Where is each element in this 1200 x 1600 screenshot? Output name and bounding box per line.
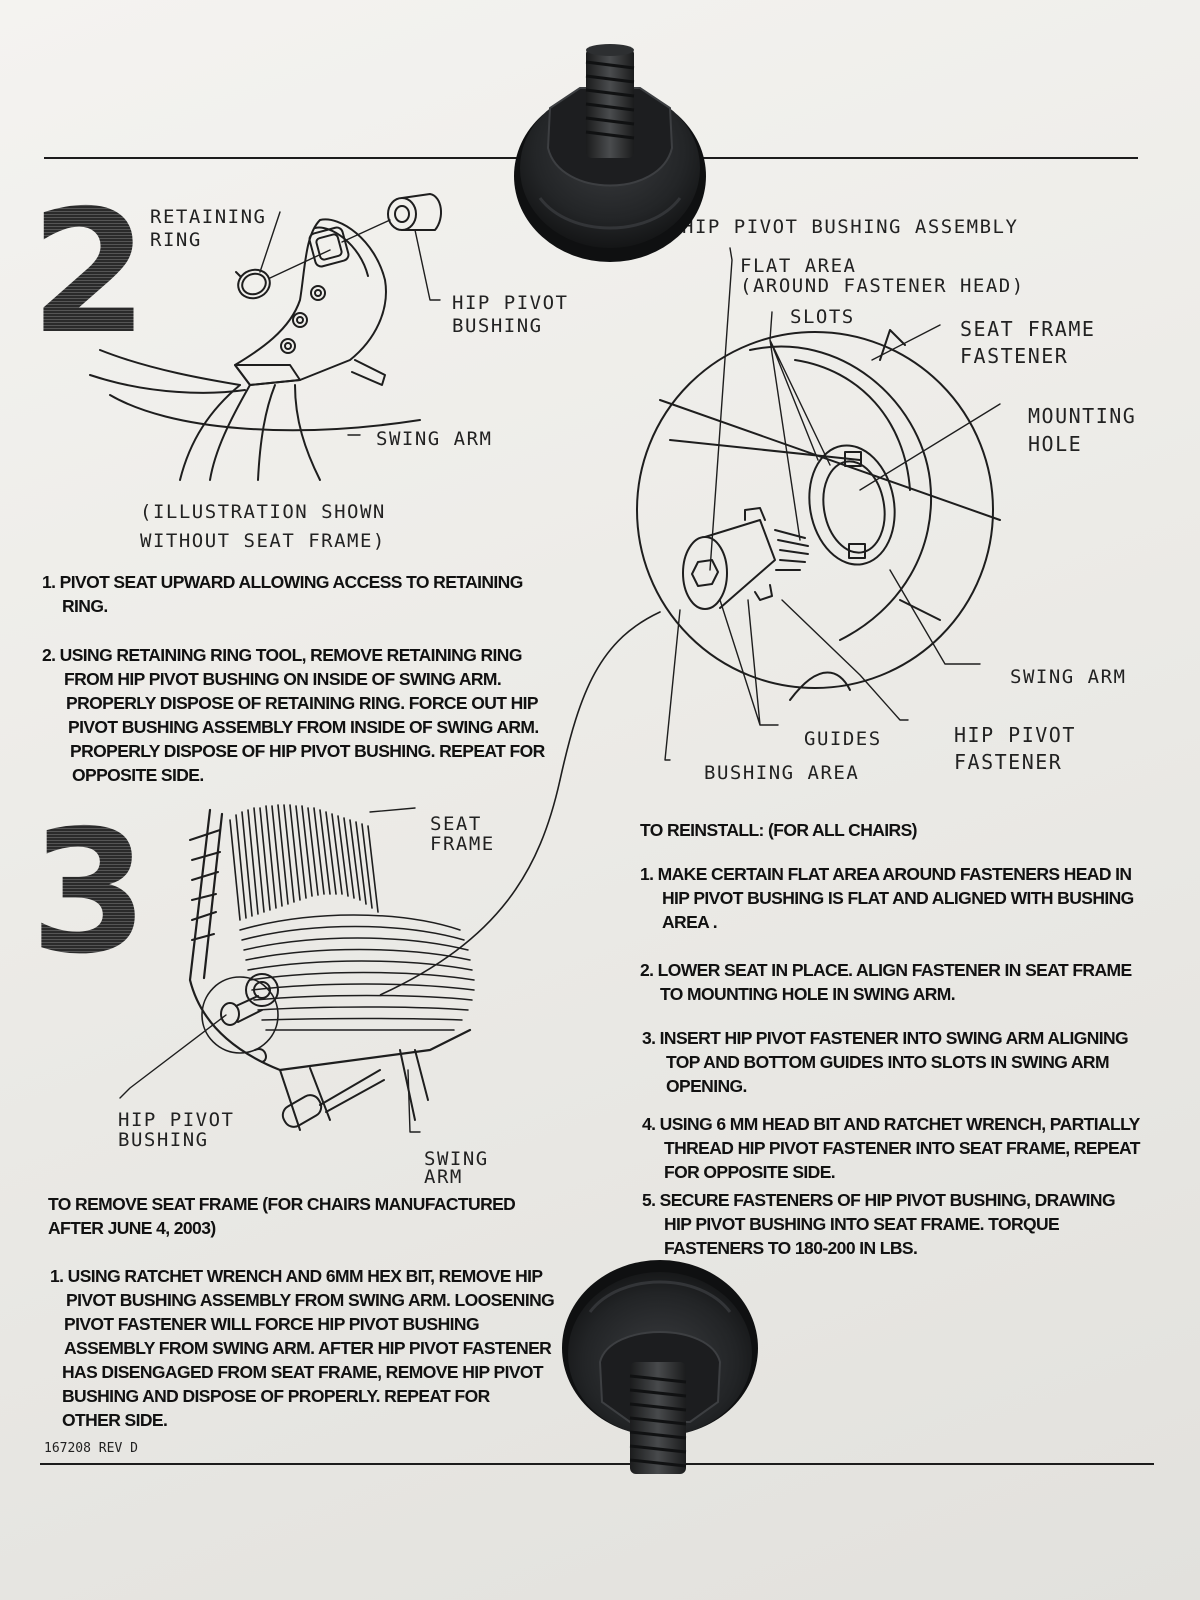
hip-pivot-bushing-photo-top xyxy=(514,44,706,262)
label-guides: GUIDES xyxy=(804,728,882,750)
label-retaining-ring: RETAINING RING xyxy=(150,206,267,251)
step-number-2: 2 xyxy=(30,174,149,372)
document-number: 167208 REV D xyxy=(44,1441,138,1456)
reinstall-heading: TO REINSTALL: (FOR ALL CHAIRS) xyxy=(640,820,917,840)
label-seat-frame-fastener: SEAT FRAME FASTENER xyxy=(960,317,1096,368)
reinstall-instruction-4: 4. USING 6 MM HEAD BIT AND RATCHET WRENC… xyxy=(642,1114,1140,1182)
label-swing-arm-2: SWING ARM xyxy=(376,428,493,450)
reinstall-instruction-5: 5. SECURE FASTENERS OF HIP PIVOT BUSHING… xyxy=(642,1190,1116,1258)
label-bushing-area: BUSHING AREA xyxy=(704,762,860,784)
label-slots: SLOTS xyxy=(790,306,855,328)
label-hip-pivot-bushing-2: HIP PIVOT BUSHING xyxy=(452,292,569,337)
step3-seat-frame-illustration xyxy=(119,804,475,1133)
hip-pivot-bushing-photo-bottom xyxy=(562,1260,758,1474)
label-hip-pivot-fastener: HIP PIVOT FASTENER xyxy=(954,723,1076,774)
step-number-3: 3 xyxy=(30,794,149,992)
step2-instruction-2: 2. USING RETAINING RING TOOL, REMOVE RET… xyxy=(42,645,545,785)
label-mounting-hole: MOUNTING HOLE xyxy=(1028,404,1137,456)
reinstall-instruction-2: 2. LOWER SEAT IN PLACE. ALIGN FASTENER I… xyxy=(640,960,1132,1004)
label-hip-pivot-bushing-3: HIP PIVOT BUSHING xyxy=(118,1109,235,1151)
label-flat-area: FLAT AREA (AROUND FASTENER HEAD) xyxy=(740,255,1025,297)
bottom-rule xyxy=(40,1463,1154,1465)
remove-seat-frame-heading: TO REMOVE SEAT FRAME (FOR CHAIRS MANUFAC… xyxy=(48,1194,516,1238)
label-hip-pivot-bushing-assembly: HIP PIVOT BUSHING ASSEMBLY xyxy=(682,216,1019,238)
detail-view-illustration xyxy=(559,209,1001,781)
reinstall-instruction-3: 3. INSERT HIP PIVOT FASTENER INTO SWING … xyxy=(642,1028,1129,1096)
label-swing-arm-3: SWING ARM xyxy=(424,1148,489,1188)
step2-swing-arm-illustration xyxy=(89,193,442,481)
label-seat-frame: SEAT FRAME xyxy=(430,813,495,855)
detail-connector-curve xyxy=(379,779,561,996)
step2-instruction-1: 1. PIVOT SEAT UPWARD ALLOWING ACCESS TO … xyxy=(42,572,523,616)
reinstall-instruction-1: 1. MAKE CERTAIN FLAT AREA AROUND FASTENE… xyxy=(640,864,1134,932)
label-swing-arm-detail: SWING ARM xyxy=(1010,666,1127,688)
illustration-note: (ILLUSTRATION SHOWN WITHOUT SEAT FRAME) xyxy=(140,501,386,552)
remove-instruction-1: 1. USING RATCHET WRENCH AND 6MM HEX BIT,… xyxy=(50,1266,555,1430)
